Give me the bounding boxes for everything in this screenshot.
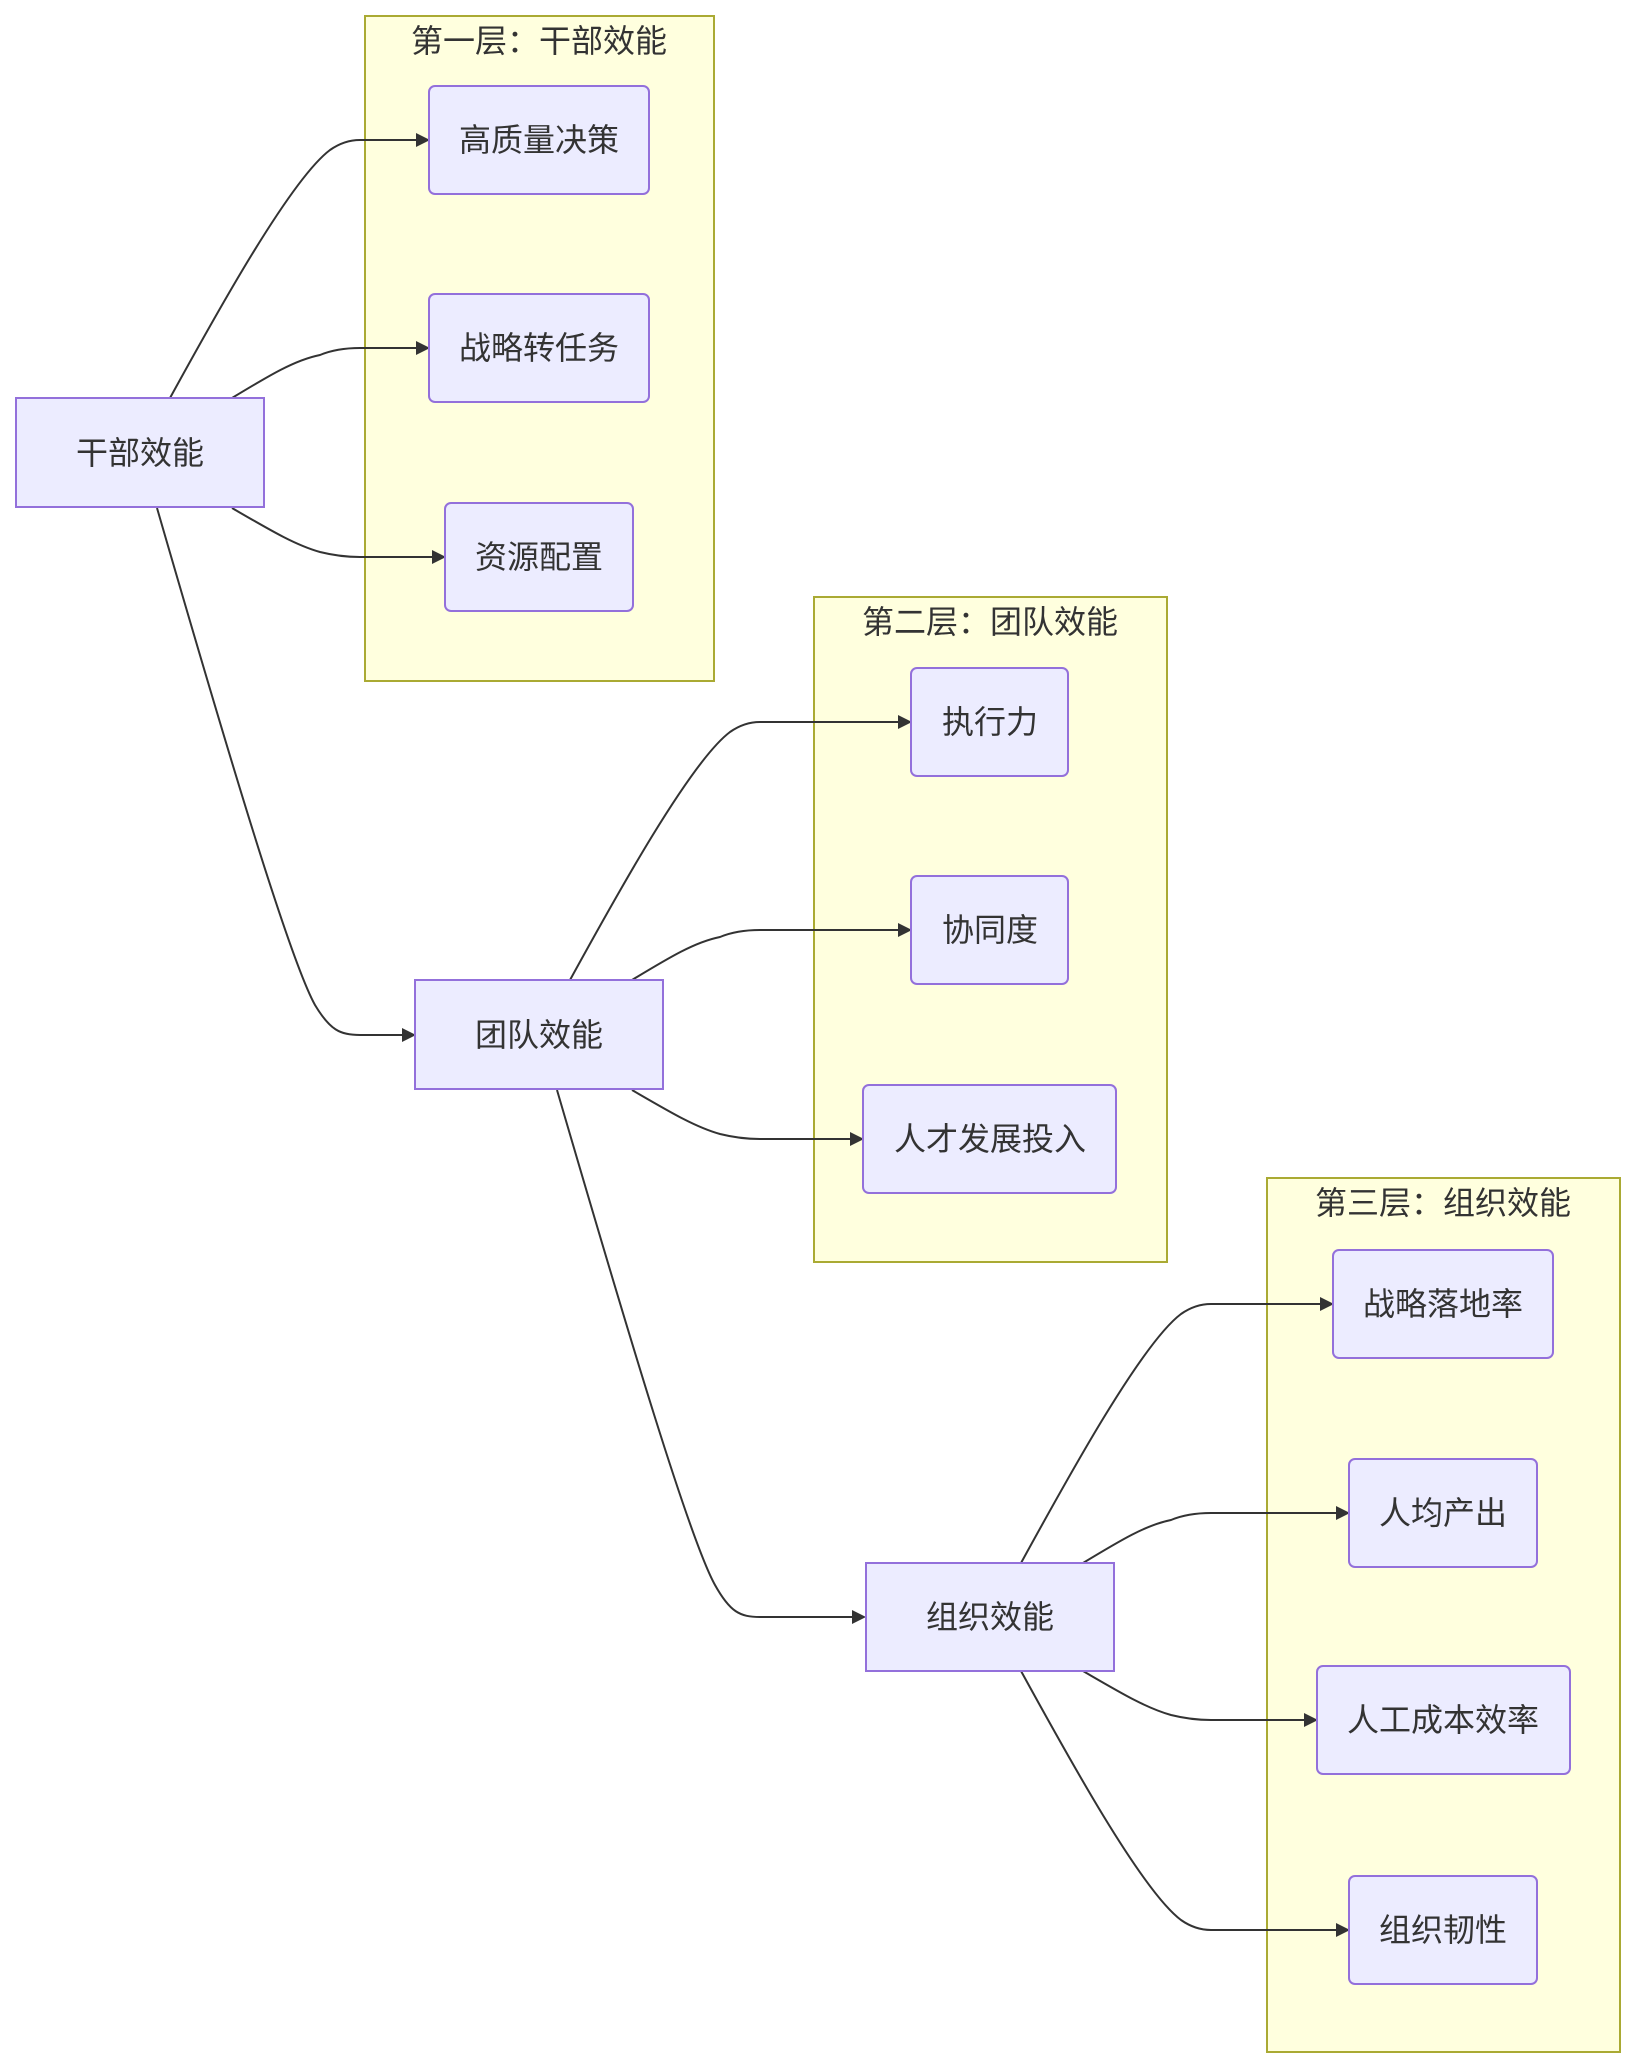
cluster-layer1-title: 第一层：干部效能: [411, 22, 667, 60]
node-talent-box: [862, 1084, 1117, 1194]
edge-org-per-capita: [1082, 1512, 1346, 1564]
node-collab-label: 协同度: [942, 911, 1038, 949]
node-cadre-label: 干部效能: [76, 434, 204, 472]
node-org-label: 组织效能: [926, 1598, 1054, 1636]
node-team-label: 团队效能: [475, 1016, 603, 1054]
node-labor-cost-box: [1316, 1665, 1571, 1775]
edge-cadre-team: [156, 507, 412, 1036]
edge-org-resilience: [1020, 1670, 1346, 1931]
arrow-resource: [432, 550, 446, 564]
arrow-labor-cost: [1304, 1713, 1318, 1727]
node-decision-label: 高质量决策: [459, 121, 619, 159]
node-per-capita: 人均产出: [1348, 1458, 1538, 1568]
edge-org-labor-cost: [1082, 1670, 1314, 1721]
node-strategy-task-label: 战略转任务: [459, 329, 619, 367]
edges: [156, 133, 1350, 1937]
node-resilience-box: [1348, 1875, 1538, 1985]
node-cadre-box: [15, 397, 265, 508]
node-landing-box: [1332, 1249, 1554, 1359]
node-decision: 高质量决策: [428, 85, 650, 195]
node-team-box: [414, 979, 664, 1090]
arrow-org: [852, 1610, 866, 1624]
node-labor-cost: 人工成本效率: [1316, 1665, 1571, 1775]
node-collab: 协同度: [910, 875, 1069, 985]
cluster-layer3-title: 第三层：组织效能: [1315, 1184, 1571, 1222]
arrow-resilience: [1336, 1923, 1350, 1937]
edge-team-collab: [631, 929, 908, 981]
node-org: 组织效能: [865, 1562, 1115, 1672]
node-labor-cost-label: 人工成本效率: [1347, 1701, 1539, 1739]
edge-team-org: [556, 1089, 862, 1618]
node-decision-box: [428, 85, 650, 195]
node-execution-label: 执行力: [942, 703, 1038, 741]
arrow-strategy-task: [416, 341, 430, 355]
node-team: 团队效能: [414, 979, 664, 1090]
arrow-execution: [898, 715, 912, 729]
edge-cadre-decision: [169, 139, 426, 399]
node-resource-label: 资源配置: [475, 538, 603, 576]
arrow-collab: [898, 923, 912, 937]
node-cadre: 干部效能: [15, 397, 265, 508]
node-execution: 执行力: [910, 667, 1069, 777]
node-talent-label: 人才发展投入: [894, 1120, 1086, 1158]
node-per-capita-label: 人均产出: [1379, 1494, 1507, 1532]
edge-org-landing: [1020, 1303, 1330, 1564]
node-per-capita-box: [1348, 1458, 1538, 1568]
arrow-decision: [416, 133, 430, 147]
arrow-team: [402, 1028, 416, 1042]
node-landing: 战略落地率: [1332, 1249, 1554, 1359]
node-resource-box: [444, 502, 634, 612]
node-resilience: 组织韧性: [1348, 1875, 1538, 1985]
node-org-box: [865, 1562, 1115, 1672]
edge-cadre-resource: [231, 507, 442, 558]
edge-cadre-strategy-task: [231, 347, 426, 399]
node-strategy-task: 战略转任务: [428, 293, 650, 403]
node-execution-box: [910, 667, 1069, 777]
node-landing-label: 战略落地率: [1363, 1285, 1523, 1323]
node-resource: 资源配置: [444, 502, 634, 612]
cluster-layer2-title: 第二层：团队效能: [862, 603, 1118, 641]
edge-team-execution: [569, 721, 908, 981]
node-collab-box: [910, 875, 1069, 985]
edge-team-talent: [631, 1089, 860, 1140]
node-talent: 人才发展投入: [862, 1084, 1117, 1194]
arrow-talent: [850, 1132, 864, 1146]
arrow-per-capita: [1336, 1506, 1350, 1520]
arrow-landing: [1320, 1297, 1334, 1311]
node-strategy-task-box: [428, 293, 650, 403]
node-resilience-label: 组织韧性: [1379, 1911, 1507, 1949]
